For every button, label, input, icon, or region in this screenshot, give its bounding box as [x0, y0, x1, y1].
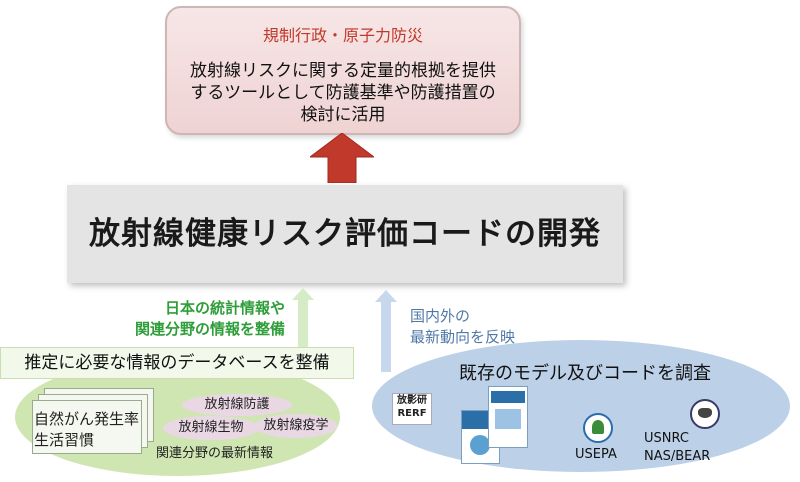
red-up-arrow-icon [310, 133, 374, 183]
regulatory-box: 規制行政・原子力防災 放射線リスクに関する定量的根拠を提供 するツールとして防護… [165, 6, 521, 135]
document-line: 自然がん発生率 [34, 410, 140, 428]
models-survey-area [372, 340, 790, 472]
stats-note-line1: 日本の統計情報や [164, 299, 285, 317]
regulatory-body: 放射線リスクに関する定量的根拠を提供 するツールとして防護基準や防護措置の 検討… [177, 60, 509, 126]
regulatory-body-line: するツールとして防護基準や防護措置の [190, 83, 496, 103]
regulatory-body-line: 検討に活用 [300, 105, 386, 125]
related-fields-caption: 関連分野の最新情報 [156, 446, 274, 461]
trends-note-line1: 国内外の [410, 307, 471, 325]
epa-seal-icon [583, 413, 613, 443]
pill-radiation-biology: 放射線生物 [163, 416, 259, 440]
stats-note-line2: 関連分野の情報を整備 [134, 320, 285, 338]
nasbear-label: NAS/BEAR [644, 449, 711, 464]
usepa-label: USEPA [575, 447, 617, 462]
regulatory-body-line: 放射線リスクに関する定量的根拠を提供 [190, 61, 496, 81]
database-header: 推定に必要な情報のデータベースを整備 [0, 347, 354, 379]
rerf-logo-line: 放影研 [397, 395, 427, 406]
pill-radiation-protection: 放射線防護 [182, 394, 292, 416]
document-text: 自然がん発生率 生活習慣 [34, 409, 140, 451]
green-up-arrow-icon [292, 288, 314, 363]
rerf-logo-line: RERF [397, 408, 427, 419]
document-stack-front [32, 400, 142, 454]
trends-note-line2: 最新動向を反映 [410, 328, 516, 346]
nrc-seal-icon [690, 399, 720, 429]
main-title-bar: 放射線健康リスク評価コードの開発 [67, 185, 623, 283]
regulatory-title: 規制行政・原子力防災 [262, 26, 423, 45]
blue-up-arrow-icon [375, 290, 397, 372]
models-survey-title: 既存のモデル及びコードを調査 [459, 363, 711, 384]
pill-radiation-epidemiology: 放射線疫学 [255, 414, 337, 438]
usnrc-label: USNRC [644, 431, 689, 446]
document-line: 生活習慣 [34, 431, 95, 449]
icrp-publication-icon [488, 386, 528, 448]
rerf-logo-icon: 放影研 RERF [392, 393, 432, 425]
